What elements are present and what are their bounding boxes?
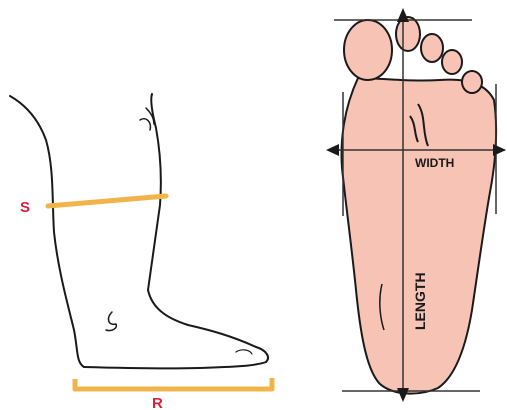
width-arrow-left-icon [326,144,339,156]
sole-outline [84,362,266,368]
fourth-toe [442,50,462,74]
instep-outline [148,290,256,347]
sole-shape [342,78,497,394]
leg-side-view [10,94,268,368]
length-label: LENGTH [412,272,428,330]
r-label: R [152,395,163,410]
length-arrow-down-icon [397,388,409,402]
third-toe [421,34,443,62]
s-measure-band [48,196,166,206]
calf-back-outline [10,96,84,367]
second-toe [396,17,420,51]
toe-outline [256,347,268,362]
width-arrow-right-icon [493,144,506,156]
ankle-detail [106,312,116,331]
toe-detail [236,350,252,354]
s-label: S [20,199,30,216]
length-arrow-up-icon [397,8,409,22]
big-toe [344,20,392,80]
width-label: WIDTH [415,156,454,170]
little-toe [462,71,482,93]
knee-detail [140,119,150,130]
r-measure-bracket [75,378,272,389]
foot-sole-view [342,17,497,394]
